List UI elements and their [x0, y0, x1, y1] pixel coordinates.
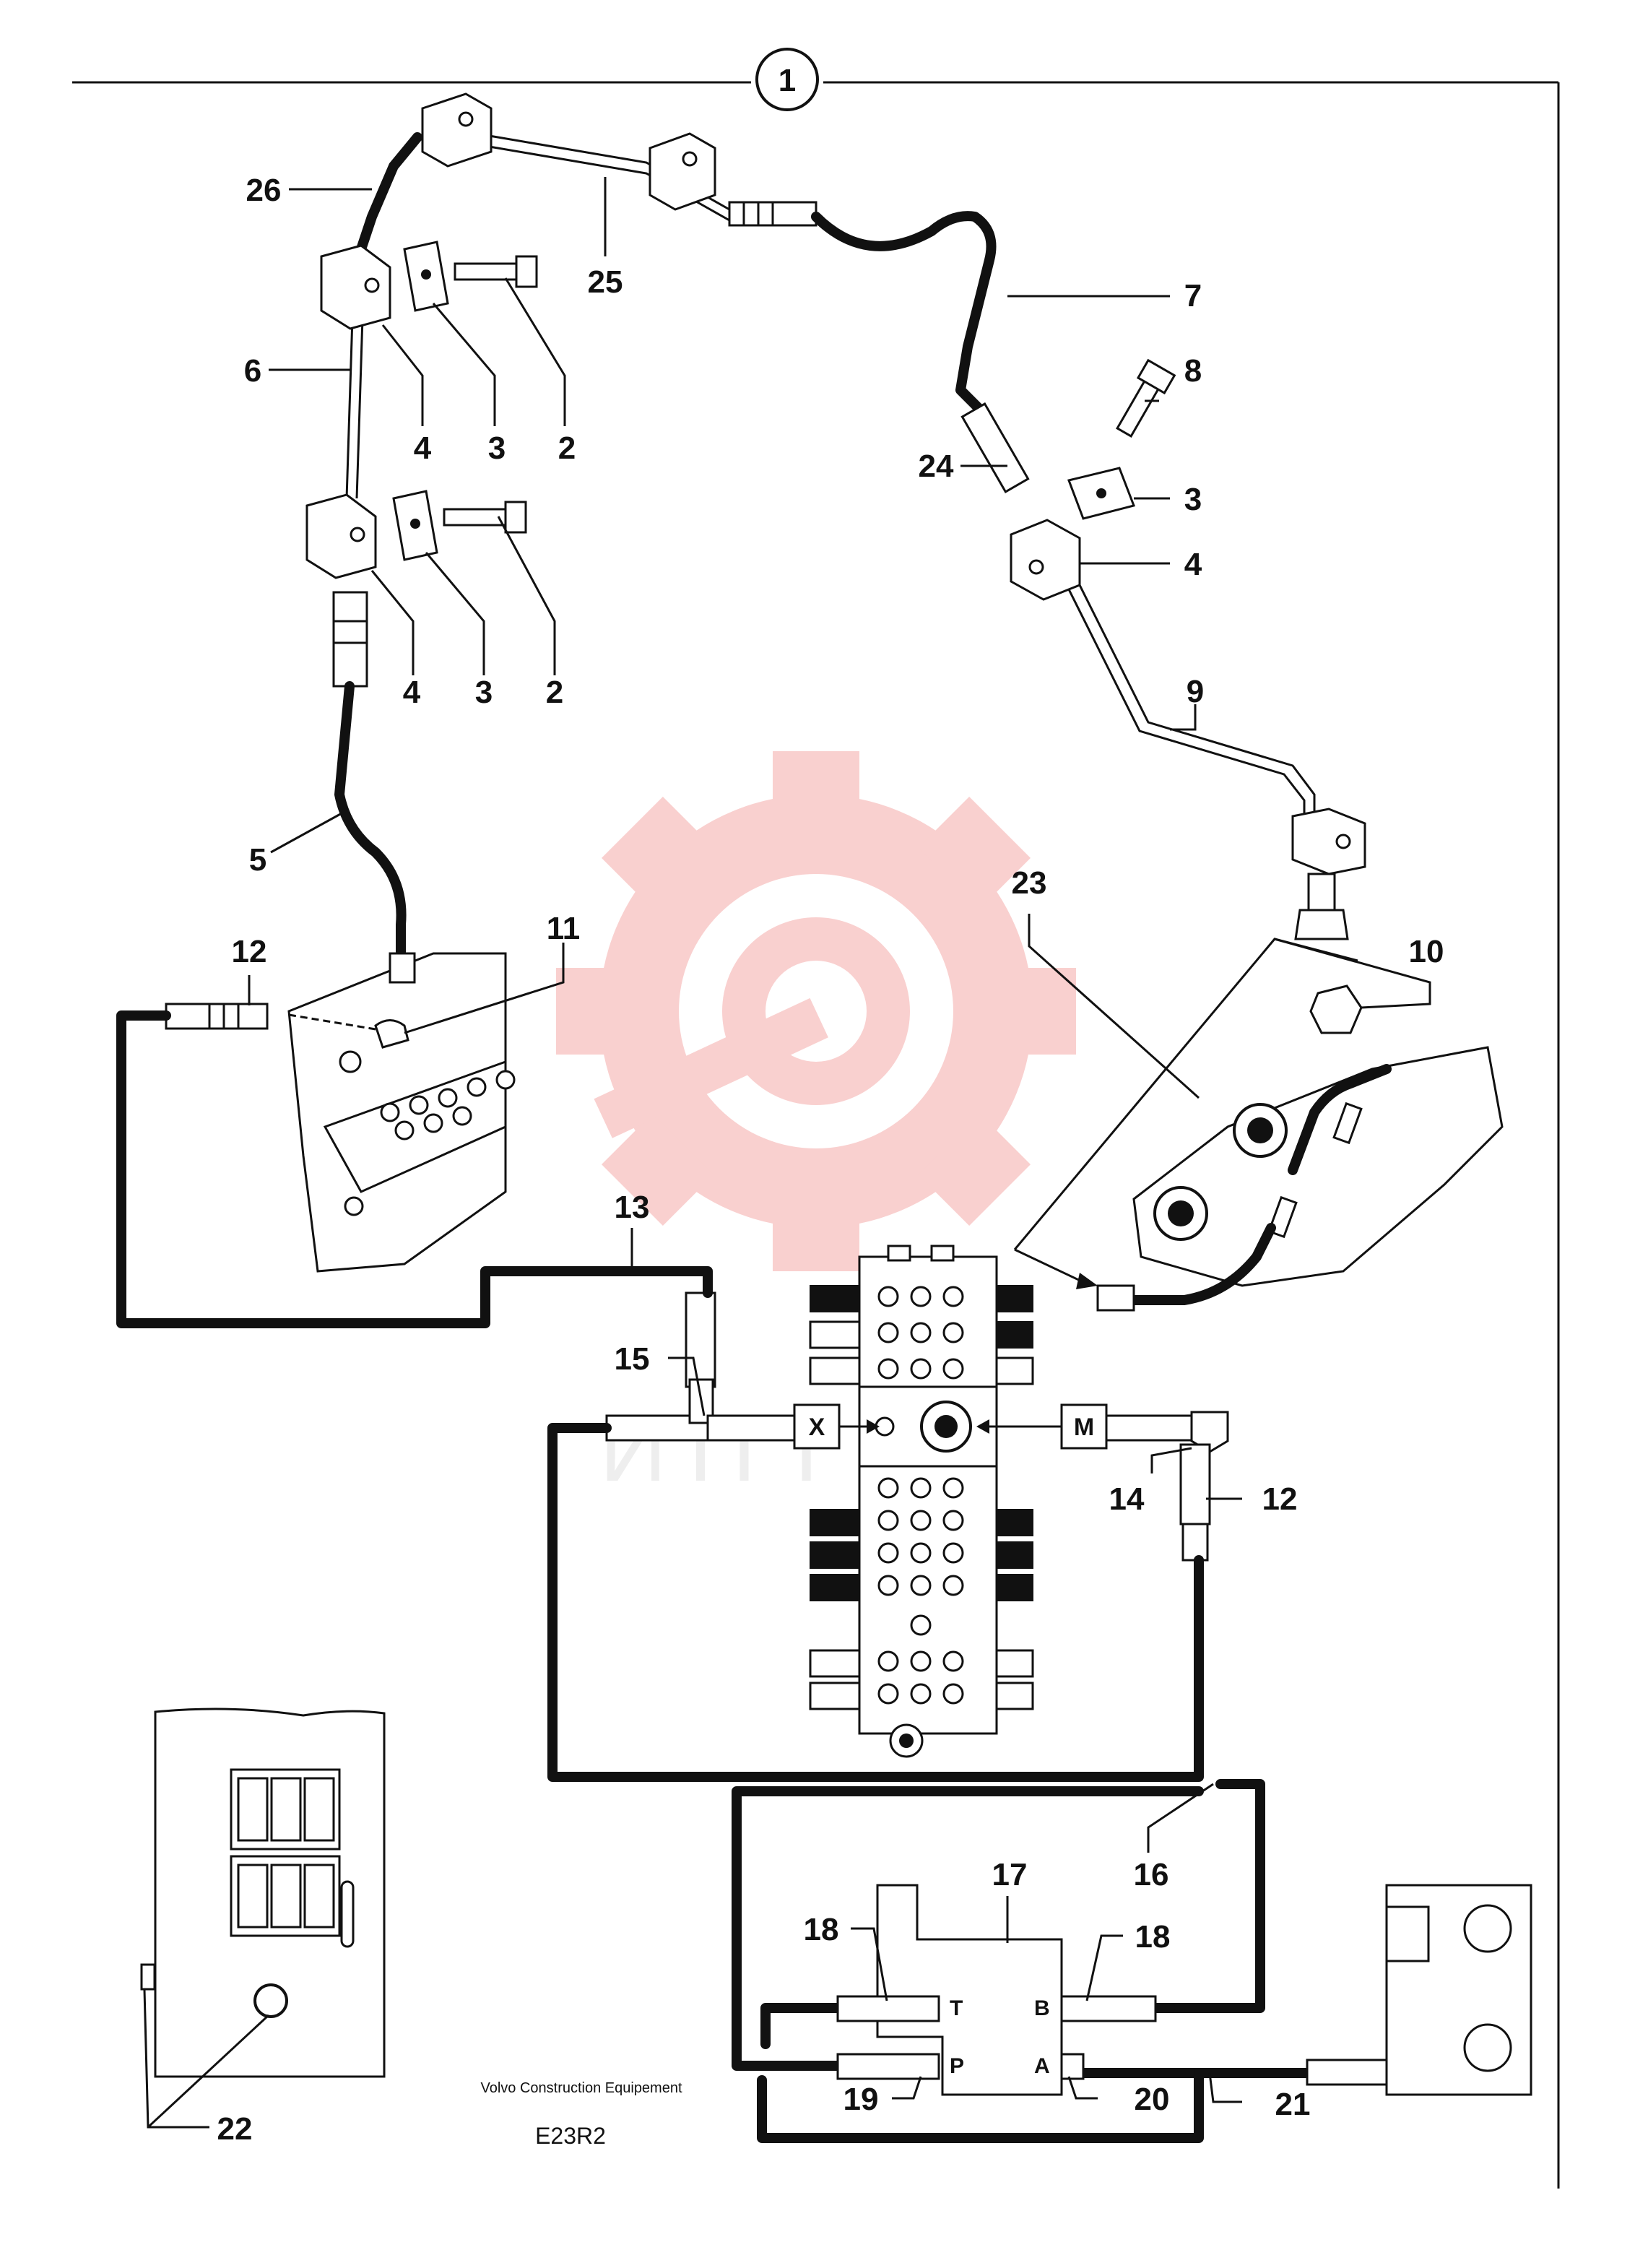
callout-4a: 4: [414, 430, 432, 466]
port-P: P: [950, 2054, 964, 2078]
valve-box-m-label: M: [1074, 1414, 1094, 1441]
callout-2b: 2: [546, 675, 563, 710]
callout-5: 5: [249, 842, 266, 878]
callout-25: 25: [588, 264, 623, 300]
clamp-blocks: [305, 92, 1366, 1034]
port-B: B: [1034, 1996, 1050, 2020]
callout-labels: 26 25 7 8 6 4 3 2 4 3 2 24 3 4 9 5 23 11…: [217, 173, 1444, 2147]
tee-fittings: [605, 1291, 1229, 1562]
callout-3c: 3: [1184, 482, 1202, 517]
callout-19: 19: [843, 2082, 879, 2117]
callout-3b: 3: [475, 675, 493, 710]
publisher-line: Volvo Construction Equipement: [480, 2080, 682, 2096]
boom-attachment: [1096, 1046, 1504, 1312]
callout-14: 14: [1109, 1481, 1145, 1517]
watermark-gear-logo: ИПТК: [556, 751, 1076, 1501]
valve-block-17: T B P A: [836, 1884, 1157, 2096]
plates-and-bolts: [392, 241, 1176, 561]
callout-8: 8: [1184, 353, 1202, 389]
pilot-valve-boxes: X M: [793, 1403, 1108, 1450]
callout-18a: 18: [804, 1912, 839, 1947]
callout-6: 6: [244, 353, 261, 389]
callout-12b: 12: [1262, 1481, 1298, 1517]
callout-10: 10: [1409, 934, 1444, 969]
callout-9: 9: [1187, 674, 1204, 709]
drawing-frame: [72, 81, 1560, 2189]
callout-15: 15: [615, 1341, 650, 1377]
callout-16: 16: [1134, 1857, 1169, 1892]
port-A: A: [1034, 2054, 1050, 2078]
hydraulic-hoses: [116, 1010, 1312, 2143]
callout-24: 24: [919, 449, 954, 484]
upper-pipe-routing: [332, 132, 1316, 958]
callout-26: 26: [246, 173, 282, 208]
port-T: T: [950, 1996, 963, 2020]
drawing-footer: Volvo Construction Equipement E23R2: [480, 2080, 682, 2149]
left-control-valve-block: [165, 952, 516, 1273]
callout-7: 7: [1184, 278, 1202, 313]
leader-lines: [143, 177, 1431, 2129]
callout-17: 17: [992, 1857, 1028, 1892]
callout-3a: 3: [488, 430, 506, 466]
callout-4b: 4: [403, 675, 421, 710]
drawing-code: E23R2: [535, 2123, 606, 2149]
main-valve-stack: [809, 1245, 1034, 1758]
auxiliary-manifold: [1306, 1884, 1532, 2096]
valve-box-x: [793, 1403, 841, 1450]
callout-2a: 2: [558, 430, 576, 466]
cab-control-panel: [140, 1708, 386, 2078]
view-number-badge: 1: [755, 48, 819, 111]
callout-4c: 4: [1184, 547, 1202, 582]
callout-22: 22: [217, 2111, 253, 2147]
publisher-name: Volvo Construction Equipement: [480, 2080, 682, 2096]
callout-11: 11: [547, 911, 581, 946]
callout-12a: 12: [232, 934, 267, 969]
callout-21: 21: [1275, 2087, 1311, 2122]
callout-20: 20: [1135, 2082, 1170, 2117]
callout-13: 13: [615, 1190, 650, 1225]
valve-section-ports: [877, 1286, 964, 1705]
callout-23: 23: [1012, 865, 1047, 901]
view-number: 1: [779, 63, 796, 98]
valve-end-caps: [809, 1285, 1034, 1710]
callout-18b: 18: [1135, 1919, 1171, 1955]
valve-box-x-label: X: [809, 1414, 825, 1441]
valve-box-m: [1060, 1403, 1108, 1450]
